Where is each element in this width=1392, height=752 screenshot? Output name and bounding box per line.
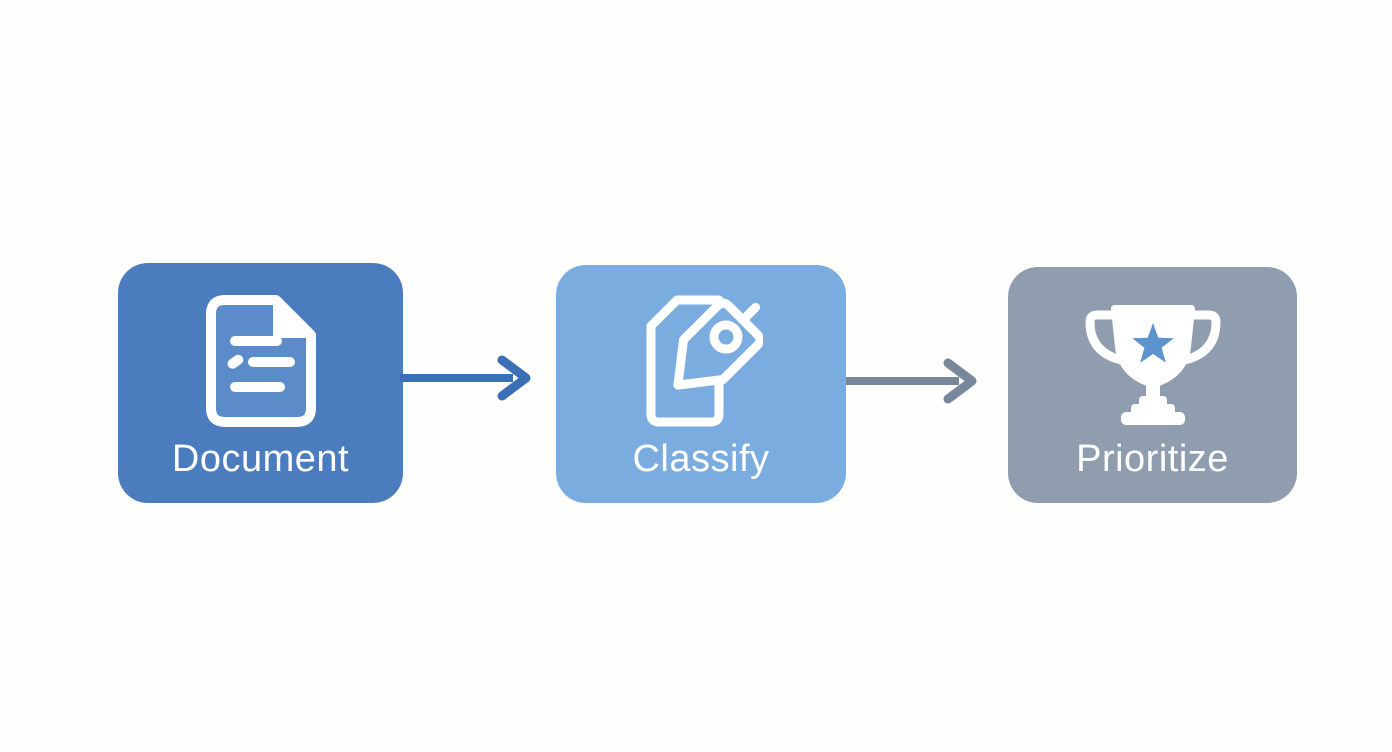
node-prioritize: Prioritize: [1008, 267, 1297, 503]
node-document: Document: [118, 263, 403, 503]
node-label: Prioritize: [1076, 438, 1229, 480]
node-classify: Classify: [556, 265, 846, 503]
trophy-icon: [1084, 295, 1221, 435]
tag-icon: [639, 293, 763, 433]
star-shape: [1131, 323, 1174, 363]
document-icon: [203, 291, 319, 431]
arrow-right-icon: [400, 355, 531, 401]
arrow-right-icon: [846, 358, 977, 404]
node-label: Document: [171, 438, 350, 480]
node-label: Classify: [632, 438, 770, 480]
